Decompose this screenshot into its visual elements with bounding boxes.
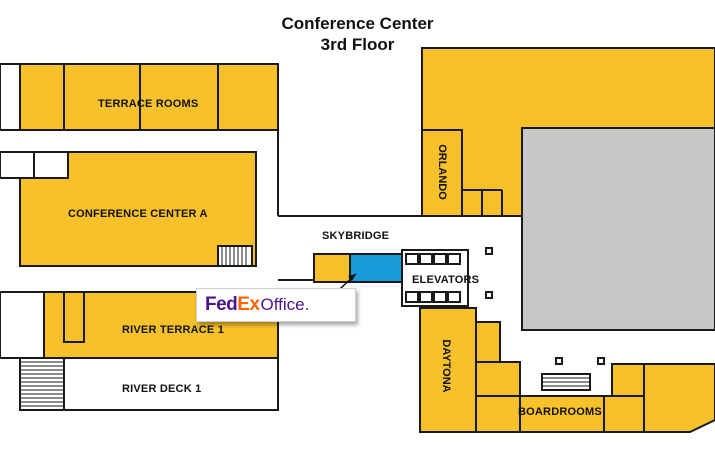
elevators-label: ELEVATORS bbox=[412, 274, 480, 286]
skybridge-room[interactable] bbox=[313, 253, 351, 283]
river-terrace-1-label: RIVER TERRACE 1 bbox=[122, 324, 225, 336]
fedex-ex-text: Ex bbox=[237, 294, 260, 315]
atrium bbox=[521, 127, 715, 331]
boardroom-stairs bbox=[541, 373, 591, 391]
fedex-office-text: Office. bbox=[260, 295, 310, 314]
map-subtitle: 3rd Floor bbox=[320, 35, 395, 54]
boardrooms-label: BOARDROOMS bbox=[518, 406, 602, 418]
orlando-area[interactable] bbox=[421, 129, 463, 217]
skybridge-label: SKYBRIDGE bbox=[322, 230, 390, 242]
terrace-rooms-label: TERRACE ROOMS bbox=[98, 98, 199, 110]
boardrooms-area[interactable] bbox=[475, 395, 645, 433]
fedex-fed-text: Fed bbox=[205, 294, 238, 315]
orlando-label: ORLANDO bbox=[436, 144, 448, 200]
river-deck-1-label: RIVER DECK 1 bbox=[122, 383, 202, 395]
daytona-area[interactable] bbox=[419, 307, 477, 433]
map-title: Conference Center bbox=[281, 14, 434, 33]
terrace-rooms-area[interactable] bbox=[19, 63, 279, 131]
conference-center-a-label: CONFERENCE CENTER A bbox=[68, 208, 208, 220]
conference-center-a-stairs bbox=[221, 246, 247, 266]
elevator-cars bbox=[405, 253, 461, 303]
daytona-label: DAYTONA bbox=[440, 339, 452, 393]
river-deck-stairs bbox=[19, 357, 65, 411]
fedex-office-room[interactable] bbox=[349, 253, 403, 283]
